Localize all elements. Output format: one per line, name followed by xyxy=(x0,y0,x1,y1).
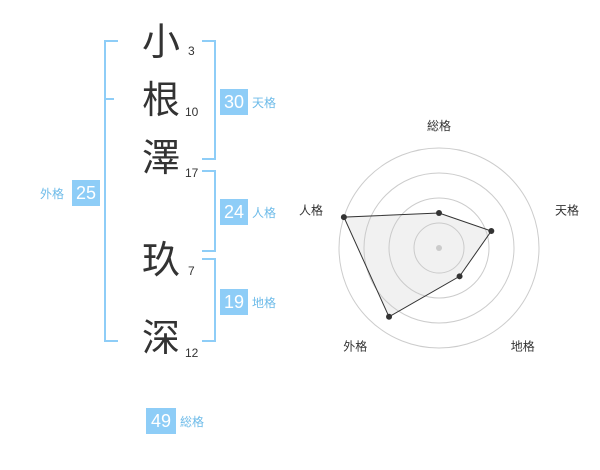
radar-axis-label-3: 外格 xyxy=(343,339,367,354)
soukaku-value-badge: 49 xyxy=(146,408,176,434)
chikaku-bracket xyxy=(202,258,216,342)
radar-center xyxy=(436,245,442,251)
name-char-5: 深 xyxy=(142,316,181,360)
radar-ring-1 xyxy=(413,222,465,274)
tenkaku-bracket xyxy=(202,40,216,160)
radar-axis-label-1: 天格 xyxy=(555,202,579,217)
radar-point-4 xyxy=(340,214,347,221)
gaikaku-label: 外格 xyxy=(40,187,65,201)
radar-point-1 xyxy=(488,228,495,235)
radar-point-3 xyxy=(386,313,393,320)
name-char-1: 小 xyxy=(142,20,181,64)
name-char-2: 根 xyxy=(142,78,181,122)
radar-ring-4 xyxy=(338,147,540,349)
radar-value-polygon xyxy=(343,212,493,318)
name-char-3: 澤 xyxy=(142,136,181,180)
jinkaku-bracket xyxy=(202,170,216,252)
soukaku-label: 総格 xyxy=(180,415,205,429)
radar-axis-label-0: 総格 xyxy=(427,118,451,133)
tenkaku-label: 天格 xyxy=(252,96,277,110)
stroke-count-5: 12 xyxy=(185,346,199,360)
stroke-count-1: 3 xyxy=(188,44,195,58)
tenkaku-value-badge: 30 xyxy=(220,89,248,115)
radar-point-2 xyxy=(456,273,463,280)
chikaku-label: 地格 xyxy=(252,296,277,310)
chikaku-value-badge: 19 xyxy=(220,289,248,315)
stroke-count-4: 7 xyxy=(188,264,195,278)
gaikaku-value-badge: 25 xyxy=(72,180,100,206)
radar-axis-label-2: 地格 xyxy=(511,339,535,354)
stroke-count-2: 10 xyxy=(185,105,199,119)
name-char-4: 玖 xyxy=(142,238,181,282)
radar-ring-2 xyxy=(388,197,490,299)
jinkaku-label: 人格 xyxy=(252,206,277,220)
stroke-count-3: 17 xyxy=(185,166,199,180)
gaikaku-bracket xyxy=(104,40,118,342)
radar-point-0 xyxy=(436,210,442,216)
jinkaku-value-badge: 24 xyxy=(220,199,248,225)
radar-ring-3 xyxy=(363,172,515,324)
radar-axis-label-4: 人格 xyxy=(299,202,323,217)
gaikaku-bracket-tick xyxy=(104,98,114,100)
